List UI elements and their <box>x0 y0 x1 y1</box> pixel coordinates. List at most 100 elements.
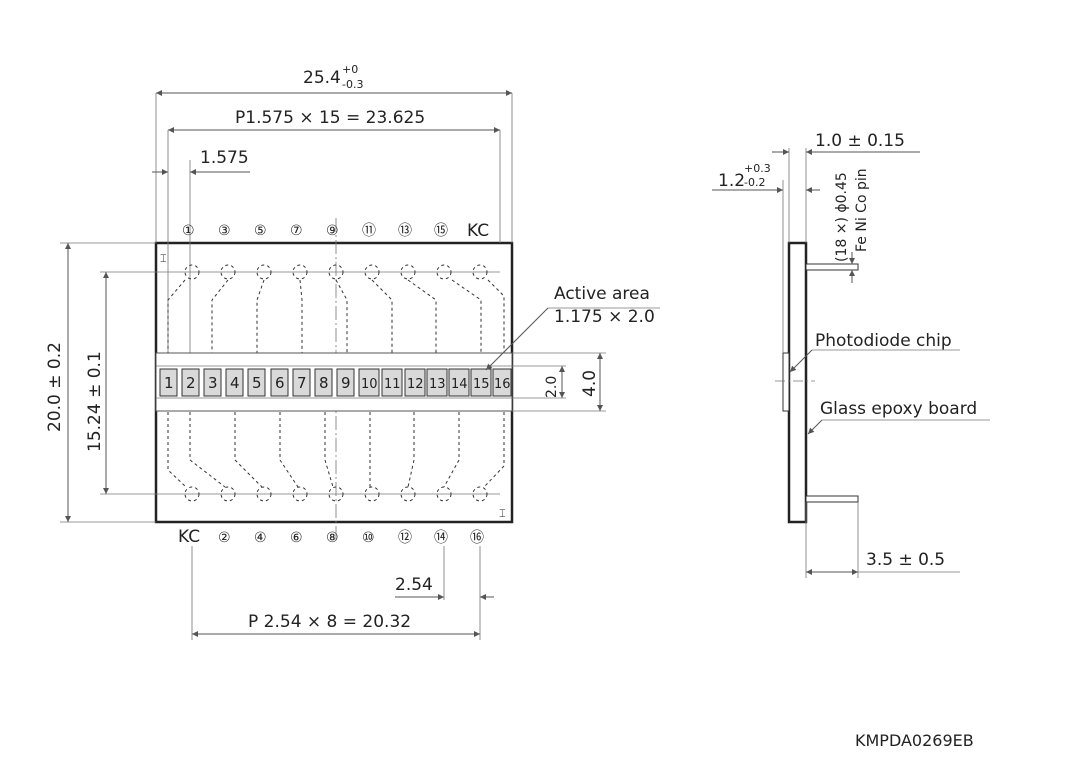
trace <box>211 279 229 370</box>
pin-hole <box>292 486 308 502</box>
pin-hole <box>472 264 488 280</box>
pin-hole <box>184 486 200 502</box>
side-pin-top <box>805 263 859 271</box>
pin-hole <box>220 264 236 280</box>
pin-spec-count-diameter: (18 ×) ϕ0.45 <box>834 172 850 262</box>
bottom-pin-label: ④ <box>254 530 267 546</box>
active-area-leader <box>485 307 549 371</box>
element-label: 8 <box>319 374 329 392</box>
index-mark-bottom: ⌶ <box>499 507 506 520</box>
top-pin-label: ③ <box>218 223 231 239</box>
dim-2-label: 2.0 <box>544 376 560 398</box>
element-cell <box>492 368 512 397</box>
pin-hole <box>364 264 380 280</box>
trace <box>483 400 505 488</box>
bottom-pin-label: ⑭ <box>434 530 448 546</box>
element-cell <box>426 368 448 397</box>
photodiode-chip <box>782 352 790 412</box>
trace <box>335 279 348 370</box>
board-leader <box>807 419 823 435</box>
overall-width-main: 25.4 <box>303 68 341 88</box>
element-cell <box>270 368 289 397</box>
element-label: 14 <box>451 377 468 392</box>
bottom-pin-label: ⑥ <box>290 530 303 546</box>
element-cell <box>225 368 244 397</box>
element-label: 11 <box>384 377 401 392</box>
glass-epoxy-board-label: Glass epoxy board <box>820 399 977 419</box>
pin-hole <box>436 264 452 280</box>
top-pin-label: ⑦ <box>290 223 303 239</box>
trace <box>167 279 186 370</box>
trace <box>279 400 299 488</box>
pin-hole <box>472 486 488 502</box>
glass-epoxy-board <box>787 241 808 524</box>
element-label: 10 <box>361 377 378 392</box>
trace <box>324 400 334 488</box>
overall-width-lower-tolerance: -0.3 <box>342 78 363 91</box>
pin-hole <box>256 486 272 502</box>
dim-4-label: 4.0 <box>580 370 600 397</box>
top-pin-holes <box>184 264 488 280</box>
element-label: 13 <box>429 377 446 392</box>
pin-hole <box>220 486 236 502</box>
pin-hole <box>400 486 416 502</box>
trace <box>299 279 303 370</box>
pin-hole <box>292 264 308 280</box>
bottom-pitch-total-label: P 2.54 × 8 = 20.32 <box>248 612 411 632</box>
top-pin-label: ⑨ <box>326 223 339 239</box>
pin-offset-lower-tolerance: -0.2 <box>744 176 765 189</box>
element-label: 12 <box>407 377 424 392</box>
index-mark-top: ⌶ <box>160 252 167 265</box>
top-pin-label: ⑪ <box>362 223 376 239</box>
element-label: 15 <box>473 377 490 392</box>
element-cell <box>381 368 403 397</box>
element-label: 3 <box>208 374 218 392</box>
top-pin-label: ⑤ <box>254 223 267 239</box>
pin-hole <box>328 264 344 280</box>
pin-offset-upper-tolerance: +0.3 <box>744 162 771 175</box>
element-cell <box>314 368 333 397</box>
bottom-traces <box>167 400 505 488</box>
element-label: 9 <box>341 374 351 392</box>
element-label: 16 <box>494 377 511 392</box>
element-label: 6 <box>275 374 285 392</box>
trace <box>167 400 186 487</box>
top-pin-label-kc: KC <box>467 221 489 241</box>
trace <box>443 400 460 488</box>
pin-hole <box>184 264 200 280</box>
bottom-pitch-label: 2.54 <box>395 575 433 595</box>
photodiode-elements: 1 2 3 4 5 6 7 8 9 10 11 12 13 1 <box>159 368 512 397</box>
pin-offset-main: 1.2 <box>718 171 745 191</box>
element-cell <box>292 368 311 397</box>
top-traces <box>167 279 505 370</box>
overall-width-upper-tolerance: +0 <box>342 63 358 76</box>
photodiode-chip-label: Photodiode chip <box>815 331 952 351</box>
pin-spec-material: Fe Ni Co pin <box>854 168 870 252</box>
pitch-total-label: P1.575 × 15 = 23.625 <box>235 108 425 128</box>
trace <box>407 400 415 488</box>
element-cell <box>203 368 222 397</box>
pin-hole <box>328 486 344 502</box>
bottom-pin-label: ⑩ <box>362 530 375 546</box>
pin-hole <box>364 486 380 502</box>
trace <box>189 400 226 488</box>
element-cell <box>336 368 355 397</box>
bottom-pin-label: ② <box>218 530 231 546</box>
element-cell <box>470 368 492 397</box>
pin-hole <box>400 264 416 280</box>
element-label: 7 <box>297 374 307 392</box>
element-cell <box>358 368 380 397</box>
pin-length-label: 3.5 ± 0.5 <box>866 550 945 570</box>
top-pin-label: ① <box>182 223 195 239</box>
drawing-code: KMPDA0269EB <box>855 731 974 750</box>
element-cell <box>181 368 200 397</box>
top-pin-label: ⑮ <box>434 223 448 239</box>
element-cell <box>448 368 470 397</box>
element-label: 1 <box>164 374 174 392</box>
chip-leader <box>789 349 813 373</box>
element-cell <box>247 368 266 397</box>
bottom-pin-label-kc: KC <box>178 527 200 547</box>
pitch-label: 1.575 <box>200 148 249 168</box>
bottom-pin-label: ⑯ <box>470 530 484 546</box>
